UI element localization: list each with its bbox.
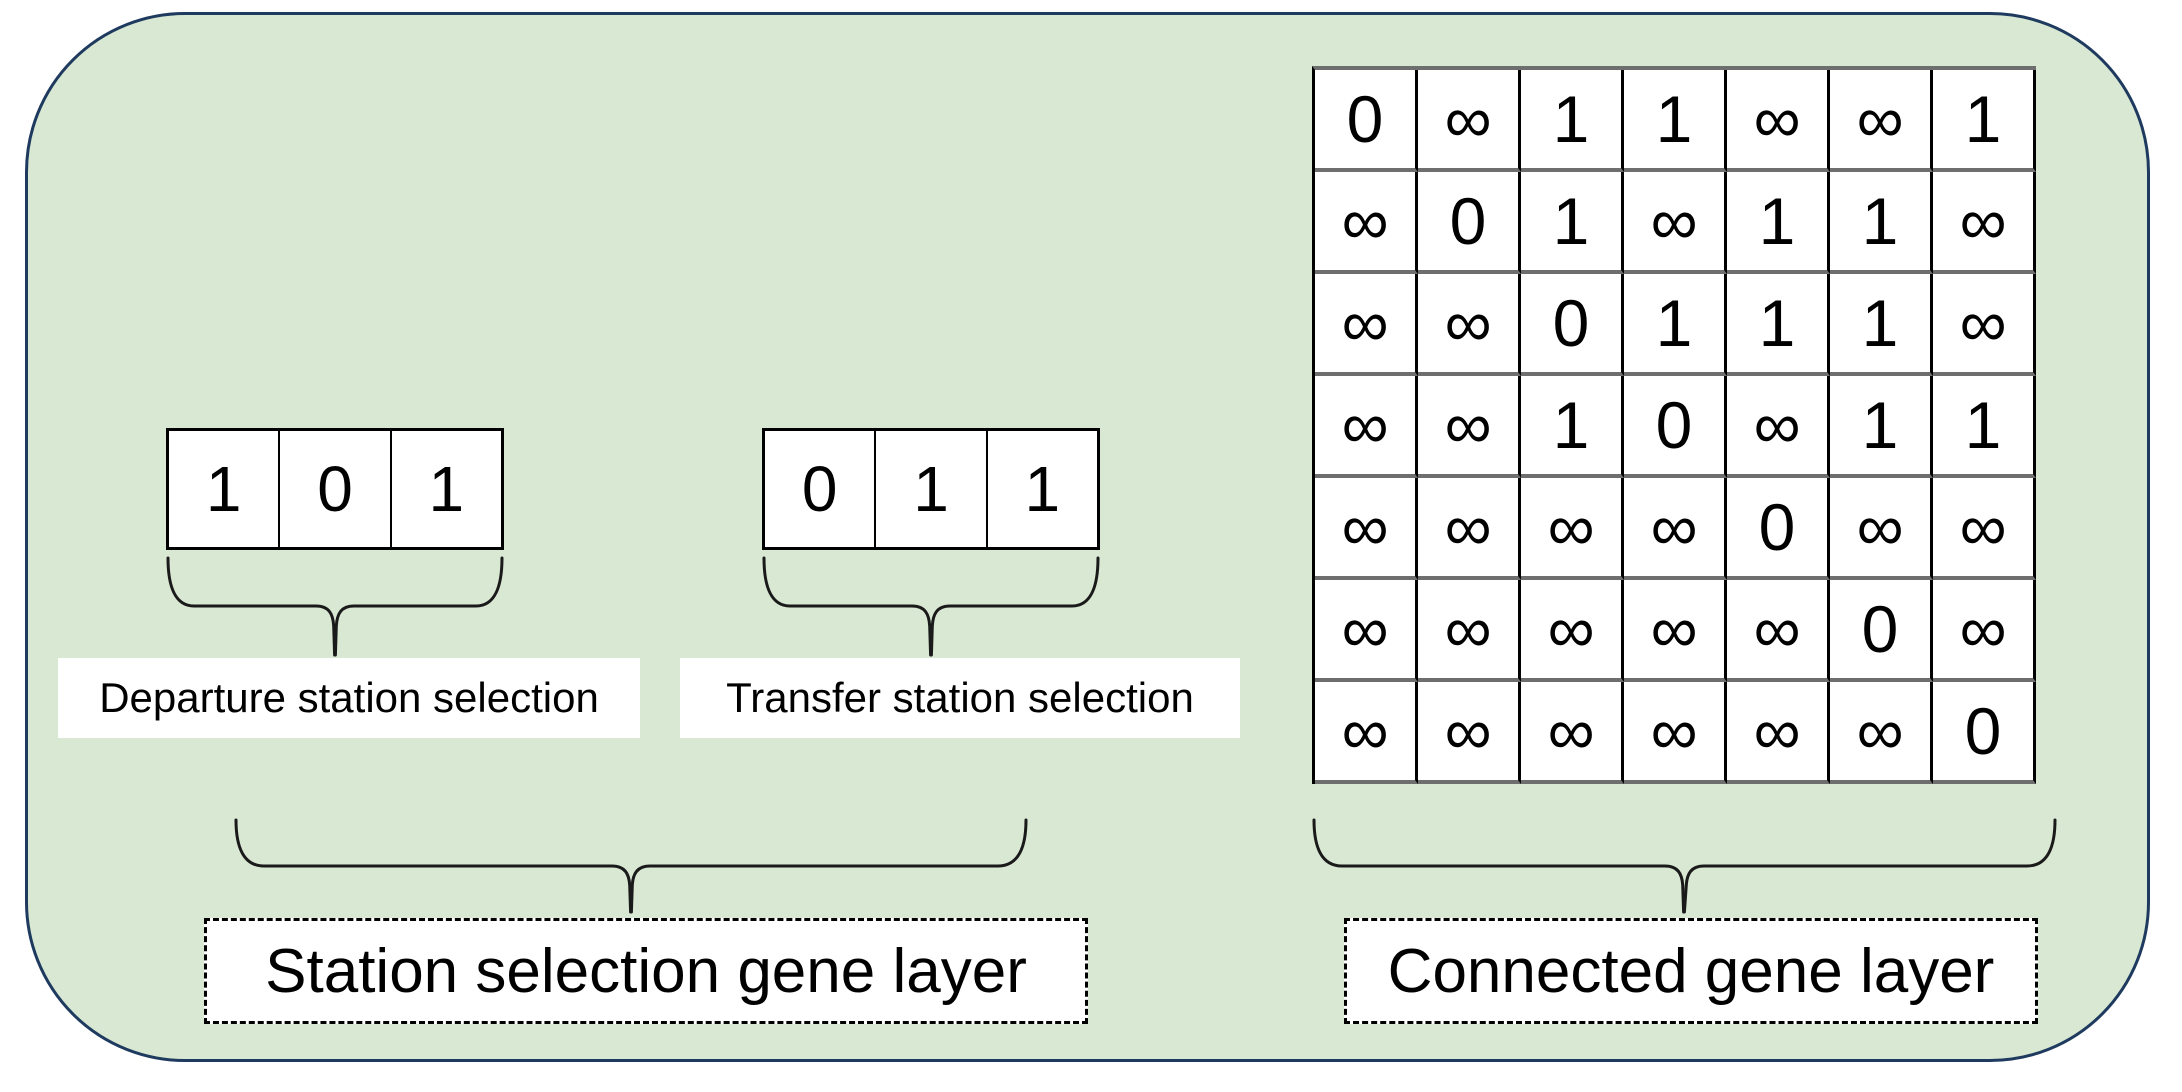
matrix-cell: ∞ — [1418, 274, 1521, 376]
matrix-cell: 0 — [1418, 172, 1521, 274]
matrix-cell: ∞ — [1315, 172, 1418, 274]
matrix-cell: ∞ — [1418, 580, 1521, 682]
matrix-cell: ∞ — [1933, 172, 2036, 274]
matrix-cell: ∞ — [1933, 274, 2036, 376]
departure-selection-label: Departure station selection — [58, 658, 640, 738]
matrix-cell: ∞ — [1521, 580, 1624, 682]
matrix-cell: ∞ — [1624, 478, 1727, 580]
matrix-cell: 1 — [1933, 70, 2036, 172]
brace-departure-icon — [166, 556, 504, 657]
brace-connected-layer-icon — [1312, 818, 2057, 914]
transfer-selection-label: Transfer station selection — [680, 658, 1240, 738]
matrix-row: ∞∞∞∞∞∞0 — [1315, 682, 2036, 784]
matrix-cell: ∞ — [1315, 376, 1418, 478]
matrix-cell: ∞ — [1418, 478, 1521, 580]
matrix-cell: ∞ — [1727, 376, 1830, 478]
matrix-cell: ∞ — [1830, 70, 1933, 172]
matrix-cell: 1 — [1830, 274, 1933, 376]
matrix-cell: ∞ — [1521, 682, 1624, 784]
matrix-cell: ∞ — [1624, 580, 1727, 682]
brace-station-layer-icon — [234, 818, 1028, 914]
matrix-cell: 1 — [1727, 172, 1830, 274]
matrix-cell: ∞ — [1933, 580, 2036, 682]
matrix-cell: 1 — [1830, 172, 1933, 274]
matrix-cell: ∞ — [1315, 682, 1418, 784]
matrix-cell: 1 — [1624, 70, 1727, 172]
station-selection-gene-layer-box: Station selection gene layer — [204, 918, 1088, 1024]
matrix-cell: 1 — [1830, 376, 1933, 478]
gene-cell: 0 — [278, 431, 389, 547]
matrix-cell: 1 — [1521, 376, 1624, 478]
matrix-cell: ∞ — [1418, 376, 1521, 478]
matrix-cell: ∞ — [1418, 682, 1521, 784]
matrix-cell: ∞ — [1830, 478, 1933, 580]
matrix-row: ∞∞∞∞0∞∞ — [1315, 478, 2036, 580]
matrix-cell: 1 — [1521, 70, 1624, 172]
matrix-cell: 0 — [1830, 580, 1933, 682]
gene-cell: 1 — [205, 453, 242, 525]
matrix-row: ∞∞∞∞∞0∞ — [1315, 580, 2036, 682]
matrix-cell: ∞ — [1315, 478, 1418, 580]
matrix-cell: 1 — [1521, 172, 1624, 274]
matrix-cell: 1 — [1727, 274, 1830, 376]
matrix-cell: 1 — [1933, 376, 2036, 478]
gene-cell: 0 — [801, 453, 838, 525]
matrix-cell: ∞ — [1933, 478, 2036, 580]
matrix-cell: 0 — [1624, 376, 1727, 478]
connected-gene-layer-box: Connected gene layer — [1344, 918, 2038, 1024]
matrix-cell: ∞ — [1727, 580, 1830, 682]
matrix-cell: ∞ — [1727, 70, 1830, 172]
matrix-cell: ∞ — [1830, 682, 1933, 784]
matrix-cell: ∞ — [1624, 172, 1727, 274]
matrix-cell: ∞ — [1315, 274, 1418, 376]
matrix-cell: 0 — [1521, 274, 1624, 376]
matrix-cell: ∞ — [1418, 70, 1521, 172]
brace-transfer-icon — [762, 556, 1100, 657]
matrix-cell: ∞ — [1624, 682, 1727, 784]
matrix-cell: 0 — [1315, 70, 1418, 172]
matrix-cell: 0 — [1933, 682, 2036, 784]
matrix-cell: 0 — [1727, 478, 1830, 580]
gene-cell: 1 — [874, 431, 985, 547]
matrix-cell: 1 — [1624, 274, 1727, 376]
matrix-cell: ∞ — [1521, 478, 1624, 580]
gene-cell: 1 — [985, 431, 1097, 547]
gene-cell: 1 — [389, 431, 501, 547]
matrix-cell: ∞ — [1315, 580, 1418, 682]
matrix-cell: ∞ — [1727, 682, 1830, 784]
